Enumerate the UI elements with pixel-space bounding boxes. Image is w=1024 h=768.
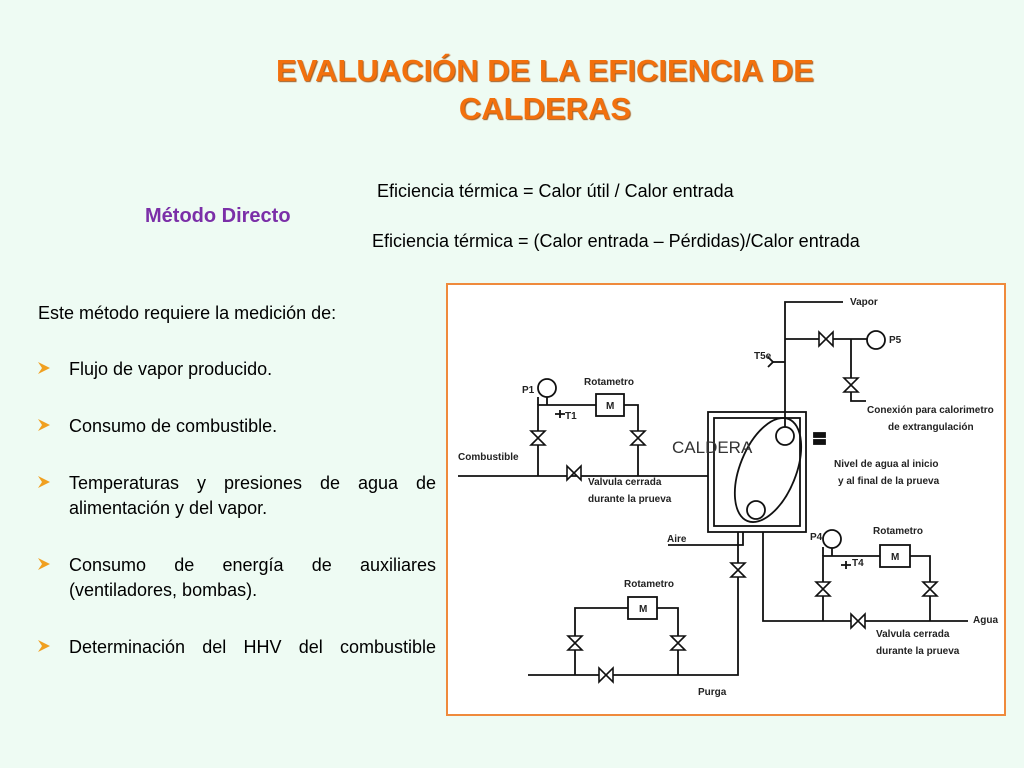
nivel-label-1: Nivel de agua al inicio bbox=[834, 459, 938, 470]
t5e-label: T5e bbox=[754, 351, 772, 362]
p4-label: P4 bbox=[810, 532, 823, 543]
intro-text: Este método requiere la medición de: bbox=[38, 303, 337, 323]
meter-m-label: M bbox=[639, 604, 647, 615]
valvula-label-3: Valvula cerrada bbox=[876, 629, 950, 640]
equation-1: Eficiencia térmica = Calor útil / Calor … bbox=[377, 181, 734, 201]
rotametro-label: Rotametro bbox=[873, 526, 923, 537]
bullet-item: Temperaturas y presiones de agua de alim… bbox=[38, 471, 436, 521]
bullet-text: Flujo de vapor producido. bbox=[69, 359, 273, 379]
bullet-list: Flujo de vapor producido. Consumo de com… bbox=[38, 357, 436, 692]
bullet-item: Consumo de combustible. bbox=[38, 414, 436, 439]
bullet-text: Temperaturas y presiones de agua de alim… bbox=[69, 473, 436, 518]
boiler-schematic: CALDERA Vapor P5 T5e Conexión para calor… bbox=[458, 297, 998, 698]
bullet-item: Consumo de energía de auxiliares (ventil… bbox=[38, 553, 436, 603]
bullet-item: Determinación del HHV del combustible bbox=[38, 635, 436, 660]
valvula-label-2: durante la prueva bbox=[588, 494, 672, 505]
purga-label: Purga bbox=[698, 687, 727, 698]
p5-label: P5 bbox=[889, 335, 902, 346]
aire-label: Aire bbox=[667, 534, 687, 545]
vapor-label: Vapor bbox=[850, 297, 878, 308]
t4-label: T4 bbox=[852, 558, 864, 569]
arrow-bullet-icon bbox=[38, 362, 50, 374]
rotametro-label: Rotametro bbox=[624, 579, 674, 590]
valvula-label-1: Valvula cerrada bbox=[588, 477, 662, 488]
arrow-bullet-icon bbox=[38, 558, 50, 570]
boiler-diagram: CALDERA Vapor P5 T5e Conexión para calor… bbox=[446, 283, 1006, 716]
bullet-item: Flujo de vapor producido. bbox=[38, 357, 436, 382]
bullet-text: Consumo de combustible. bbox=[69, 416, 278, 436]
equation-2: Eficiencia térmica = (Calor entrada – Pé… bbox=[372, 231, 860, 251]
p1-label: P1 bbox=[522, 385, 535, 396]
bullet-text: Consumo de energía de auxiliares (ventil… bbox=[69, 555, 436, 600]
arrow-bullet-icon bbox=[38, 476, 50, 488]
agua-label: Agua bbox=[973, 615, 998, 626]
t1-label: T1 bbox=[565, 411, 577, 422]
valvula-label-4: durante la prueva bbox=[876, 646, 960, 657]
slide-title: EVALUACIÓN DE LA EFICIENCIA DE CALDERAS bbox=[276, 53, 814, 126]
bullet-text: Determinación del HHV del combustible bbox=[69, 637, 436, 657]
arrow-bullet-icon bbox=[38, 419, 50, 431]
caldera-label: CALDERA bbox=[672, 438, 753, 457]
method-label: Método Directo bbox=[145, 205, 291, 227]
arrow-bullet-icon bbox=[38, 640, 50, 652]
combustible-label: Combustible bbox=[458, 452, 519, 463]
meter-m-label: M bbox=[606, 401, 614, 412]
nivel-label-2: y al final de la prueva bbox=[838, 476, 940, 487]
conexion-label-1: Conexión para calorimetro bbox=[867, 405, 994, 416]
conexion-label-2: de extrangulación bbox=[888, 422, 974, 433]
meter-m-label: M bbox=[891, 552, 899, 563]
rotametro-label: Rotametro bbox=[584, 377, 634, 388]
